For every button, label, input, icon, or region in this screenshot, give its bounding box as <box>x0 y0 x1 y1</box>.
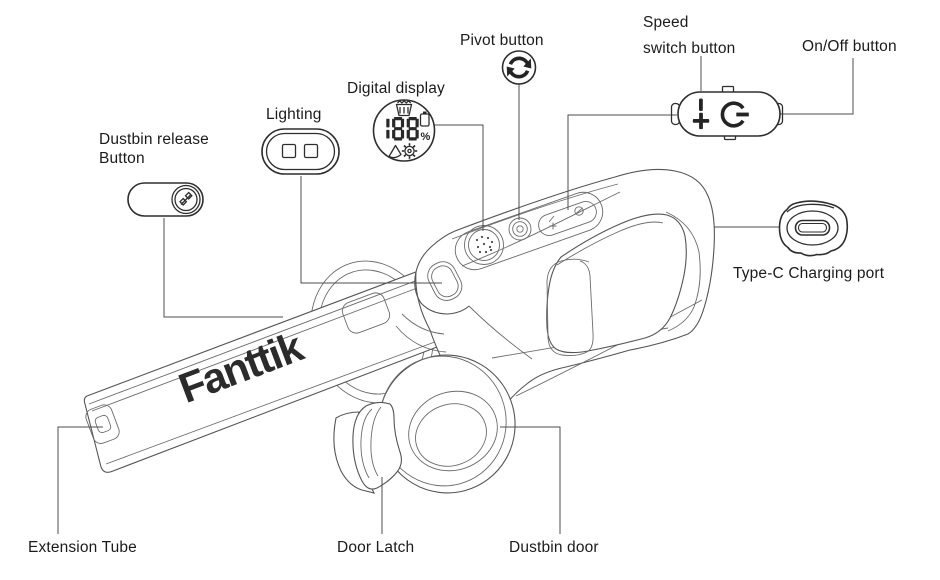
label-extension-tube: Extension Tube <box>28 539 137 556</box>
body-control-panel <box>427 191 604 301</box>
neck-crease-2 <box>395 325 447 353</box>
filter-icon <box>388 144 402 159</box>
gear-icon <box>401 143 418 159</box>
label-dustbin-door: Dustbin door <box>509 539 599 556</box>
label-speed-line1: Speed <box>643 14 689 31</box>
battery-icon <box>419 111 430 127</box>
digital-display-callout: % <box>372 99 436 162</box>
body-speed-power-button <box>538 201 597 236</box>
rotate-arrows-icon <box>506 56 532 79</box>
leader-digital-display <box>433 124 484 231</box>
usb-c-slot-icon <box>794 219 831 236</box>
leader-lines <box>57 56 854 534</box>
seven-segment-digits <box>386 117 419 141</box>
dual-led-icon <box>281 143 319 159</box>
label-dustbin-release-line2: Button <box>99 149 145 167</box>
handle-grip-pad <box>546 258 594 357</box>
leader-extension-tube <box>57 426 103 534</box>
percent-symbol: % <box>421 131 431 143</box>
vacuum-body <box>414 168 715 410</box>
label-lighting: Lighting <box>266 106 322 123</box>
release-icon <box>179 191 193 206</box>
label-on-off-button: On/Off button <box>802 38 897 55</box>
neck-crease <box>401 313 445 335</box>
leader-onoff <box>780 58 854 115</box>
label-speed-switch-button: Speed switch button <box>643 10 735 61</box>
label-type-c-port: Type-C Charging port <box>733 265 885 282</box>
label-dustbin-release-line1: Dustbin release <box>99 131 209 148</box>
label-digital-display: Digital display <box>347 80 445 97</box>
body-display <box>464 225 504 265</box>
handle-opening <box>546 213 687 354</box>
leader-dustbin-door <box>500 426 561 534</box>
leader-dustbin-release <box>163 218 283 318</box>
leader-lighting <box>300 176 442 284</box>
leader-speed-device <box>567 114 677 210</box>
lighting-callout <box>261 128 340 175</box>
tube-release-clip <box>341 292 391 334</box>
body-display-icons <box>475 235 494 254</box>
dust-full-icon <box>395 99 413 117</box>
label-dustbin-release-button: Dustbin release Button <box>99 131 209 168</box>
door-latch <box>352 401 403 490</box>
speed-switch-icon <box>692 98 710 130</box>
tube-tip-connector <box>85 404 120 444</box>
dustbin-release-button-callout <box>127 182 204 217</box>
label-door-latch: Door Latch <box>337 539 415 556</box>
power-icon <box>720 101 749 128</box>
body-pivot-button <box>508 217 532 241</box>
type-c-port-callout <box>778 200 849 257</box>
headlight-lens <box>427 261 463 301</box>
label-pivot-button: Pivot button <box>460 32 544 49</box>
speed-onoff-callout <box>670 85 784 141</box>
label-speed-line2: switch button <box>643 39 736 57</box>
pivot-button-callout <box>501 50 537 85</box>
